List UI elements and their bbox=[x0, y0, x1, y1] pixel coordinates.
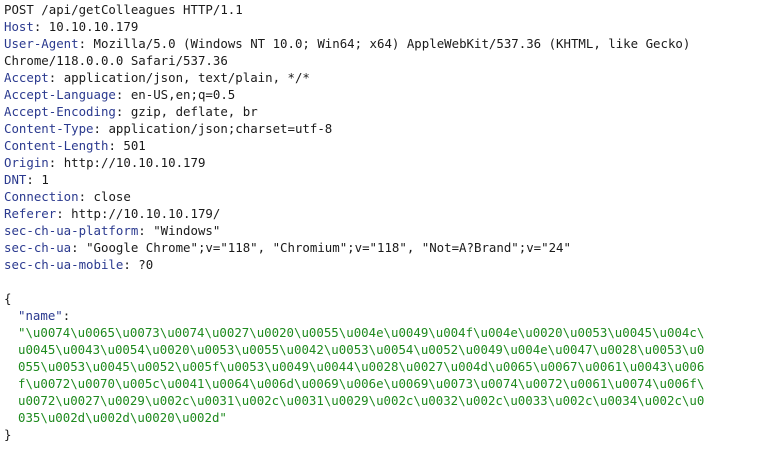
json-value-line: "\u0074\u0065\u0073\u0074\u0027\u0020\u0… bbox=[18, 325, 705, 340]
header-origin: Origin: http://10.10.10.179 bbox=[4, 154, 770, 171]
header-colon: : bbox=[48, 70, 57, 85]
json-value-line: 035\u002d\u002d\u0020\u002d" bbox=[18, 410, 227, 425]
header-colon: : bbox=[48, 155, 57, 170]
header-colon: : bbox=[138, 223, 146, 238]
header-name: Content-Type bbox=[4, 121, 94, 136]
header-sec-ch-ua-platform: sec-ch-ua-platform: "Windows" bbox=[4, 222, 770, 239]
header-value: "Windows" bbox=[145, 223, 221, 238]
header-sec-ch-ua: sec-ch-ua: "Google Chrome";v="118", "Chr… bbox=[4, 239, 770, 256]
header-host: Host: 10.10.10.179 bbox=[4, 18, 770, 35]
json-close-brace: } bbox=[4, 427, 12, 442]
header-name: Origin bbox=[4, 155, 49, 170]
header-colon: : bbox=[78, 189, 87, 204]
header-name: DNT bbox=[4, 172, 27, 187]
header-value: 10.10.10.179 bbox=[41, 19, 139, 34]
json-colon: : bbox=[62, 308, 71, 323]
header-value: application/json;charset=utf-8 bbox=[101, 121, 333, 136]
header-name: Accept bbox=[4, 70, 49, 85]
request-line: POST /api/getColleagues HTTP/1.1 bbox=[4, 2, 243, 17]
header-name: Referer bbox=[4, 206, 57, 221]
header-content-length: Content-Length: 501 bbox=[4, 137, 770, 154]
header-value: ?0 bbox=[130, 257, 154, 272]
header-colon: : bbox=[56, 206, 64, 221]
header-accept: Accept: application/json, text/plain, */… bbox=[4, 69, 770, 86]
header-name: Host bbox=[4, 19, 34, 34]
header-accept-encoding: Accept-Encoding: gzip, deflate, br bbox=[4, 103, 770, 120]
header-name: User-Agent bbox=[4, 36, 79, 51]
header-value: http://10.10.10.179 bbox=[56, 155, 206, 170]
header-name: Accept-Language bbox=[4, 87, 116, 102]
header-colon: : bbox=[93, 121, 101, 136]
header-connection: Connection: close bbox=[4, 188, 770, 205]
blank-line bbox=[4, 273, 770, 290]
header-colon: : bbox=[33, 19, 42, 34]
header-colon: : bbox=[71, 240, 79, 255]
json-key: "name" bbox=[18, 308, 63, 323]
header-value: http://10.10.10.179/ bbox=[63, 206, 221, 221]
header-colon: : bbox=[115, 87, 124, 102]
header-value: 1 bbox=[33, 172, 49, 187]
json-value-line: u0072\u0027\u0029\u002c\u0031\u002c\u003… bbox=[18, 393, 705, 408]
header-name: Connection bbox=[4, 189, 79, 204]
header-value: gzip, deflate, br bbox=[123, 104, 258, 119]
header-name: sec-ch-ua bbox=[4, 240, 72, 255]
json-value-line: f\u0072\u0070\u005c\u0041\u0064\u006d\u0… bbox=[18, 376, 705, 391]
header-accept-language: Accept-Language: en-US,en;q=0.5 bbox=[4, 86, 770, 103]
header-referer: Referer: http://10.10.10.179/ bbox=[4, 205, 770, 222]
header-value: en-US,en;q=0.5 bbox=[123, 87, 236, 102]
json-value-line: u0045\u0043\u0054\u0020\u0053\u0055\u004… bbox=[18, 342, 705, 357]
json-key-line: "name": bbox=[4, 307, 770, 324]
header-colon: : bbox=[108, 138, 116, 153]
header-user-agent: User-Agent: Mozilla/5.0 (Windows NT 10.0… bbox=[4, 35, 770, 52]
header-name: Accept-Encoding bbox=[4, 104, 116, 119]
header-name: sec-ch-ua-platform bbox=[4, 223, 139, 238]
header-value: application/json, text/plain, */* bbox=[56, 70, 310, 85]
header-colon: : bbox=[123, 257, 131, 272]
header-value: close bbox=[86, 189, 131, 204]
header-value: "Google Chrome";v="118", "Chromium";v="1… bbox=[78, 240, 571, 255]
json-open-brace: { bbox=[4, 291, 12, 306]
header-dnt: DNT: 1 bbox=[4, 171, 770, 188]
header-name: Content-Length bbox=[4, 138, 109, 153]
header-colon: : bbox=[26, 172, 34, 187]
header-colon: : bbox=[115, 104, 124, 119]
json-value-line: 055\u0053\u0045\u0052\u005f\u0053\u0049\… bbox=[18, 359, 705, 374]
header-name: sec-ch-ua-mobile bbox=[4, 257, 124, 272]
header-value: Mozilla/5.0 (Windows NT 10.0; Win64; x64… bbox=[86, 36, 691, 51]
header-content-type: Content-Type: application/json;charset=u… bbox=[4, 120, 770, 137]
header-value: 501 bbox=[115, 138, 146, 153]
header-colon: : bbox=[78, 36, 87, 51]
header-sec-ch-ua-mobile: sec-ch-ua-mobile: ?0 bbox=[4, 256, 770, 273]
header-user-agent-continuation: Chrome/118.0.0.0 Safari/537.36 bbox=[4, 52, 770, 69]
header-value: Chrome/118.0.0.0 Safari/537.36 bbox=[4, 53, 228, 68]
